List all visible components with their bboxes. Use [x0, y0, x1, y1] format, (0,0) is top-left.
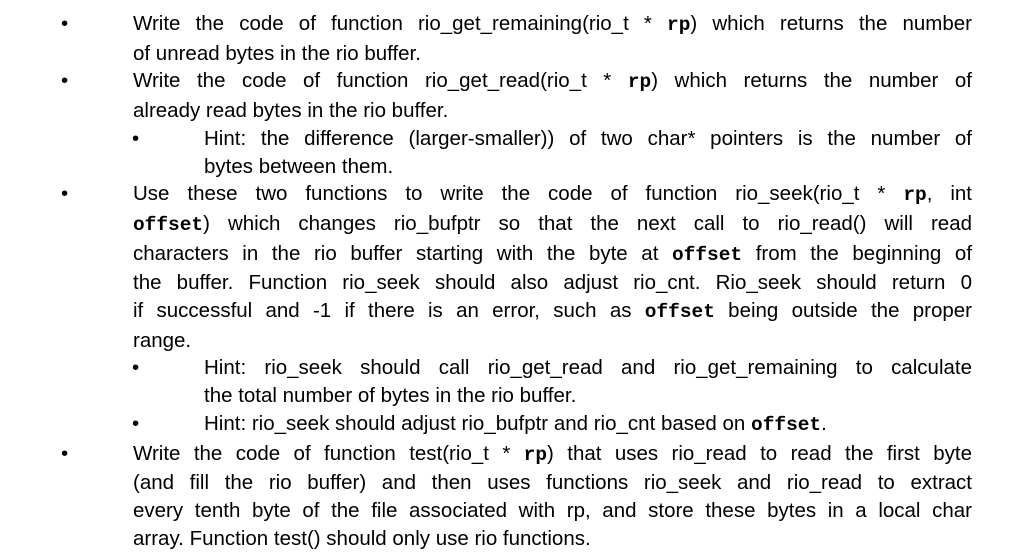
code-token: offset: [133, 213, 204, 236]
text-run: Write the code of function rio_get_read(…: [133, 69, 628, 93]
text-run: range.: [133, 328, 192, 352]
text-line: if successful and -1 if there is an erro…: [133, 297, 972, 327]
text-run: being outside the proper: [714, 299, 973, 323]
code-token: rp: [667, 14, 691, 36]
text-run: from the beginning of: [742, 241, 973, 265]
text-run: already read bytes in the rio buffer.: [133, 99, 449, 123]
sub-list-item: • Hint: the difference (larger-smaller))…: [0, 125, 1024, 180]
text-line: already read bytes in the rio buffer.: [133, 97, 972, 125]
text-run: of unread bytes in the rio buffer.: [133, 41, 421, 65]
bullet-marker: •: [61, 441, 69, 465]
text-run: bytes between them.: [204, 154, 394, 178]
text-line: every tenth byte of the file associated …: [133, 497, 972, 525]
text-run: every tenth byte of the file associated …: [133, 498, 972, 522]
text-line: Hint: rio_seek should adjust rio_bufptr …: [204, 410, 972, 440]
text-run: array. Function test() should only use r…: [133, 526, 591, 550]
text-line: the buffer. Function rio_seek should als…: [133, 269, 972, 297]
text-line: the total number of bytes in the rio buf…: [204, 382, 972, 410]
text-run: , int: [926, 182, 972, 206]
code-token: offset: [672, 243, 743, 266]
text-line: characters in the rio buffer starting wi…: [133, 240, 972, 270]
code-token: rp: [903, 184, 927, 207]
code-token: offset: [751, 413, 822, 436]
text-run: Write the code of function test(rio_t *: [133, 441, 524, 465]
code-token: rp: [523, 443, 548, 466]
list-item: • Write the code of function rio_get_rea…: [0, 67, 1024, 124]
bullet-marker: •: [132, 411, 140, 435]
text-line: (and fill the rio buffer) and then uses …: [133, 469, 972, 497]
text-run: the buffer. Function rio_seek should als…: [133, 271, 972, 295]
text-line: Hint: the difference (larger-smaller)) o…: [204, 125, 972, 153]
text-run: Hint: rio_seek should call rio_get_read …: [204, 356, 972, 380]
text-line: Write the code of function test(rio_t * …: [133, 440, 972, 470]
list-item: • Use these two functions to write the c…: [0, 180, 1024, 354]
text-run: characters in the rio buffer starting wi…: [133, 241, 672, 265]
bullet-marker: •: [132, 126, 140, 150]
bullet-marker: •: [132, 356, 140, 380]
text-line: Use these two functions to write the cod…: [133, 180, 972, 210]
bullet-marker: •: [61, 69, 69, 93]
text-run: Hint: rio_seek should adjust rio_bufptr …: [204, 411, 752, 435]
text-run: Hint: the difference (larger-smaller)) o…: [204, 126, 972, 150]
text-run: Use these two functions to write the cod…: [133, 182, 904, 206]
text-run: ) which returns the number of: [651, 69, 973, 93]
sub-list-item: • Hint: rio_seek should adjust rio_bufpt…: [0, 410, 1024, 440]
sub-list-item: • Hint: rio_seek should call rio_get_rea…: [0, 354, 1024, 409]
text-line: offset) which changes rio_bufptr so that…: [133, 210, 972, 240]
text-run: if successful and -1 if there is an erro…: [133, 299, 645, 323]
code-token: rp: [627, 71, 652, 94]
bullet-marker: •: [61, 182, 69, 206]
text-run: .: [821, 411, 827, 435]
text-run: ) which returns the number: [690, 12, 972, 35]
text-line: Write the code of function rio_get_remai…: [133, 10, 972, 40]
text-run: ) which changes rio_bufptr so that the n…: [203, 211, 972, 235]
bullet-marker: •: [61, 12, 69, 35]
text-run: Write the code of function rio_get_remai…: [133, 12, 668, 35]
text-line: Hint: rio_seek should call rio_get_read …: [204, 354, 972, 382]
list-item: • Write the code of function test(rio_t …: [0, 440, 1024, 552]
text-line: Write the code of function rio_get_read(…: [133, 67, 972, 97]
text-line: of unread bytes in the rio buffer.: [133, 40, 972, 68]
text-run: ) that uses rio_read to read the first b…: [547, 441, 972, 465]
text-line: bytes between them.: [204, 153, 972, 181]
code-token: offset: [644, 301, 715, 324]
text-line: array. Function test() should only use r…: [133, 525, 972, 552]
text-run: the total number of bytes in the rio buf…: [204, 384, 577, 408]
text-line: range.: [133, 327, 972, 355]
list-item: • Write the code of function rio_get_rem…: [0, 10, 1024, 67]
text-run: (and fill the rio buffer) and then uses …: [133, 471, 972, 495]
